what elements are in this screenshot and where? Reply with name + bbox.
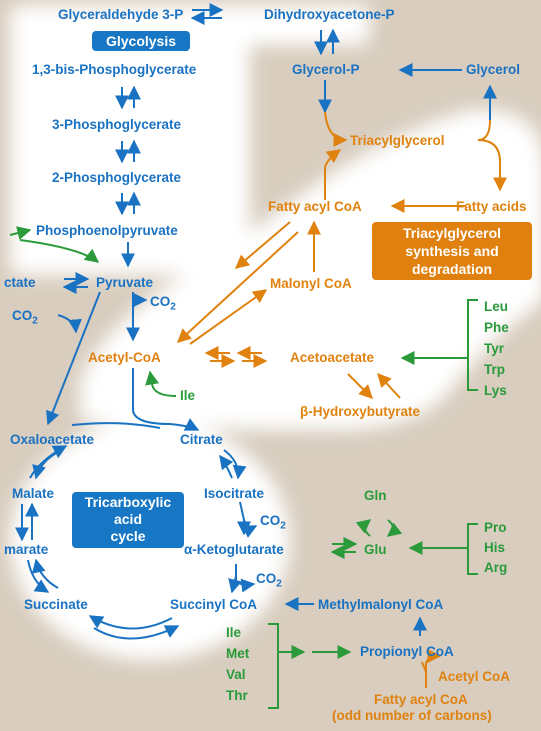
tca-box-line-3: cycle xyxy=(110,528,146,544)
isocitrate-label: Isocitrate xyxy=(204,486,265,501)
amino-acid-lys: Lys xyxy=(484,383,507,398)
orange-arrows xyxy=(176,111,507,688)
fatty-acyl-coa-label: Fatty acyl CoA xyxy=(268,199,362,214)
amino-acid-ile: Ile xyxy=(226,625,242,640)
succinyl-coa-label: Succinyl CoA xyxy=(170,597,258,612)
bisphosphoglycerate-label: 1,3-bis-Phosphoglycerate xyxy=(32,62,197,77)
blue-arrows xyxy=(15,3,497,640)
succinate-label: Succinate xyxy=(24,597,88,612)
ketogenic-amino-acids: Leu Phe Tyr Trp Lys xyxy=(484,296,509,401)
lactate-label: ctate xyxy=(4,275,36,290)
triacylglycerol-label: Triacylglycerol xyxy=(350,133,445,148)
phosphoenolpyruvate-label: Phosphoenolpyruvate xyxy=(36,223,178,238)
co2-pyruvate-label: CO2 xyxy=(150,294,176,313)
pyruvate-label: Pyruvate xyxy=(96,275,154,290)
fumarate-label: marate xyxy=(4,542,49,557)
propionyl-coa-label: Propionyl CoA xyxy=(360,644,454,659)
amino-acid-thr: Thr xyxy=(226,688,248,703)
amino-acid-met: Met xyxy=(226,646,250,661)
tag-box-line-2: synthesis and xyxy=(405,243,499,259)
propionyl-amino-acids: Ile Met Val Thr xyxy=(226,622,249,706)
malonyl-coa-label: Malonyl CoA xyxy=(270,276,352,291)
2-phosphoglycerate-label: 2-Phosphoglycerate xyxy=(52,170,182,185)
odd-carbons-label: (odd number of carbons) xyxy=(332,708,492,723)
methylmalonyl-coa-label: Methylmalonyl CoA xyxy=(318,597,444,612)
hydroxybutyrate-label: β-Hydroxybutyrate xyxy=(300,404,421,419)
gln-label: Gln xyxy=(364,488,387,503)
malate-label: Malate xyxy=(12,486,55,501)
co2-ketoglutarate-label: CO2 xyxy=(256,571,282,590)
co2-left-label: CO2 xyxy=(12,308,38,327)
acetyl-coa-label: Acetyl-CoA xyxy=(88,350,161,365)
dihydroxyacetone-p-label: Dihydroxyacetone-P xyxy=(264,7,395,22)
fatty-acyl-coa-odd-label: Fatty acyl CoA xyxy=(374,692,468,707)
acetoacetate-label: Acetoacetate xyxy=(290,350,375,365)
glycerol-label: Glycerol xyxy=(466,62,521,77)
amino-acid-phe: Phe xyxy=(484,320,509,335)
tca-box-line-2: acid xyxy=(113,511,142,527)
glutamate-family-amino-acids: Pro His Arg xyxy=(484,518,507,578)
tca-box-line-1: Tricarboxylic xyxy=(84,494,172,510)
3-phosphoglycerate-label: 3-Phosphoglycerate xyxy=(52,117,182,132)
glyceraldehyde-3p-label: Glyceraldehyde 3-P xyxy=(58,7,184,22)
tca-cycle-box: Tricarboxylic acid cycle xyxy=(72,492,184,548)
glycerol-p-label: Glycerol-P xyxy=(292,62,360,77)
alpha-ketoglutarate-label: α-Ketoglutarate xyxy=(184,542,284,557)
amino-acid-pro: Pro xyxy=(484,520,507,535)
acetyl-coa-bottom-label: Acetyl CoA xyxy=(438,669,511,684)
glu-label: Glu xyxy=(364,542,387,557)
background-glow xyxy=(10,5,541,660)
amino-acid-tyr: Tyr xyxy=(484,341,505,356)
oxaloacetate-label: Oxaloacetate xyxy=(10,432,95,447)
amino-acid-trp: Trp xyxy=(484,362,506,377)
green-arrows xyxy=(9,226,478,709)
fatty-acids-label: Fatty acids xyxy=(456,199,527,214)
ile-acetyl-label: Ile xyxy=(180,388,196,403)
tag-box-line-1: Triacylglycerol xyxy=(402,225,502,241)
citrate-label: Citrate xyxy=(180,432,223,447)
co2-isocitrate-label: CO2 xyxy=(260,513,286,532)
amino-acid-leu: Leu xyxy=(484,299,509,314)
glycolysis-box: Glycolysis xyxy=(92,31,190,51)
tag-box-line-3: degradation xyxy=(411,261,493,277)
amino-acid-his: His xyxy=(484,540,506,555)
amino-acid-arg: Arg xyxy=(484,560,508,575)
triacylglycerol-synthesis-box: Triacylglycerol synthesis and degradatio… xyxy=(372,222,532,280)
amino-acid-val: Val xyxy=(226,667,246,682)
